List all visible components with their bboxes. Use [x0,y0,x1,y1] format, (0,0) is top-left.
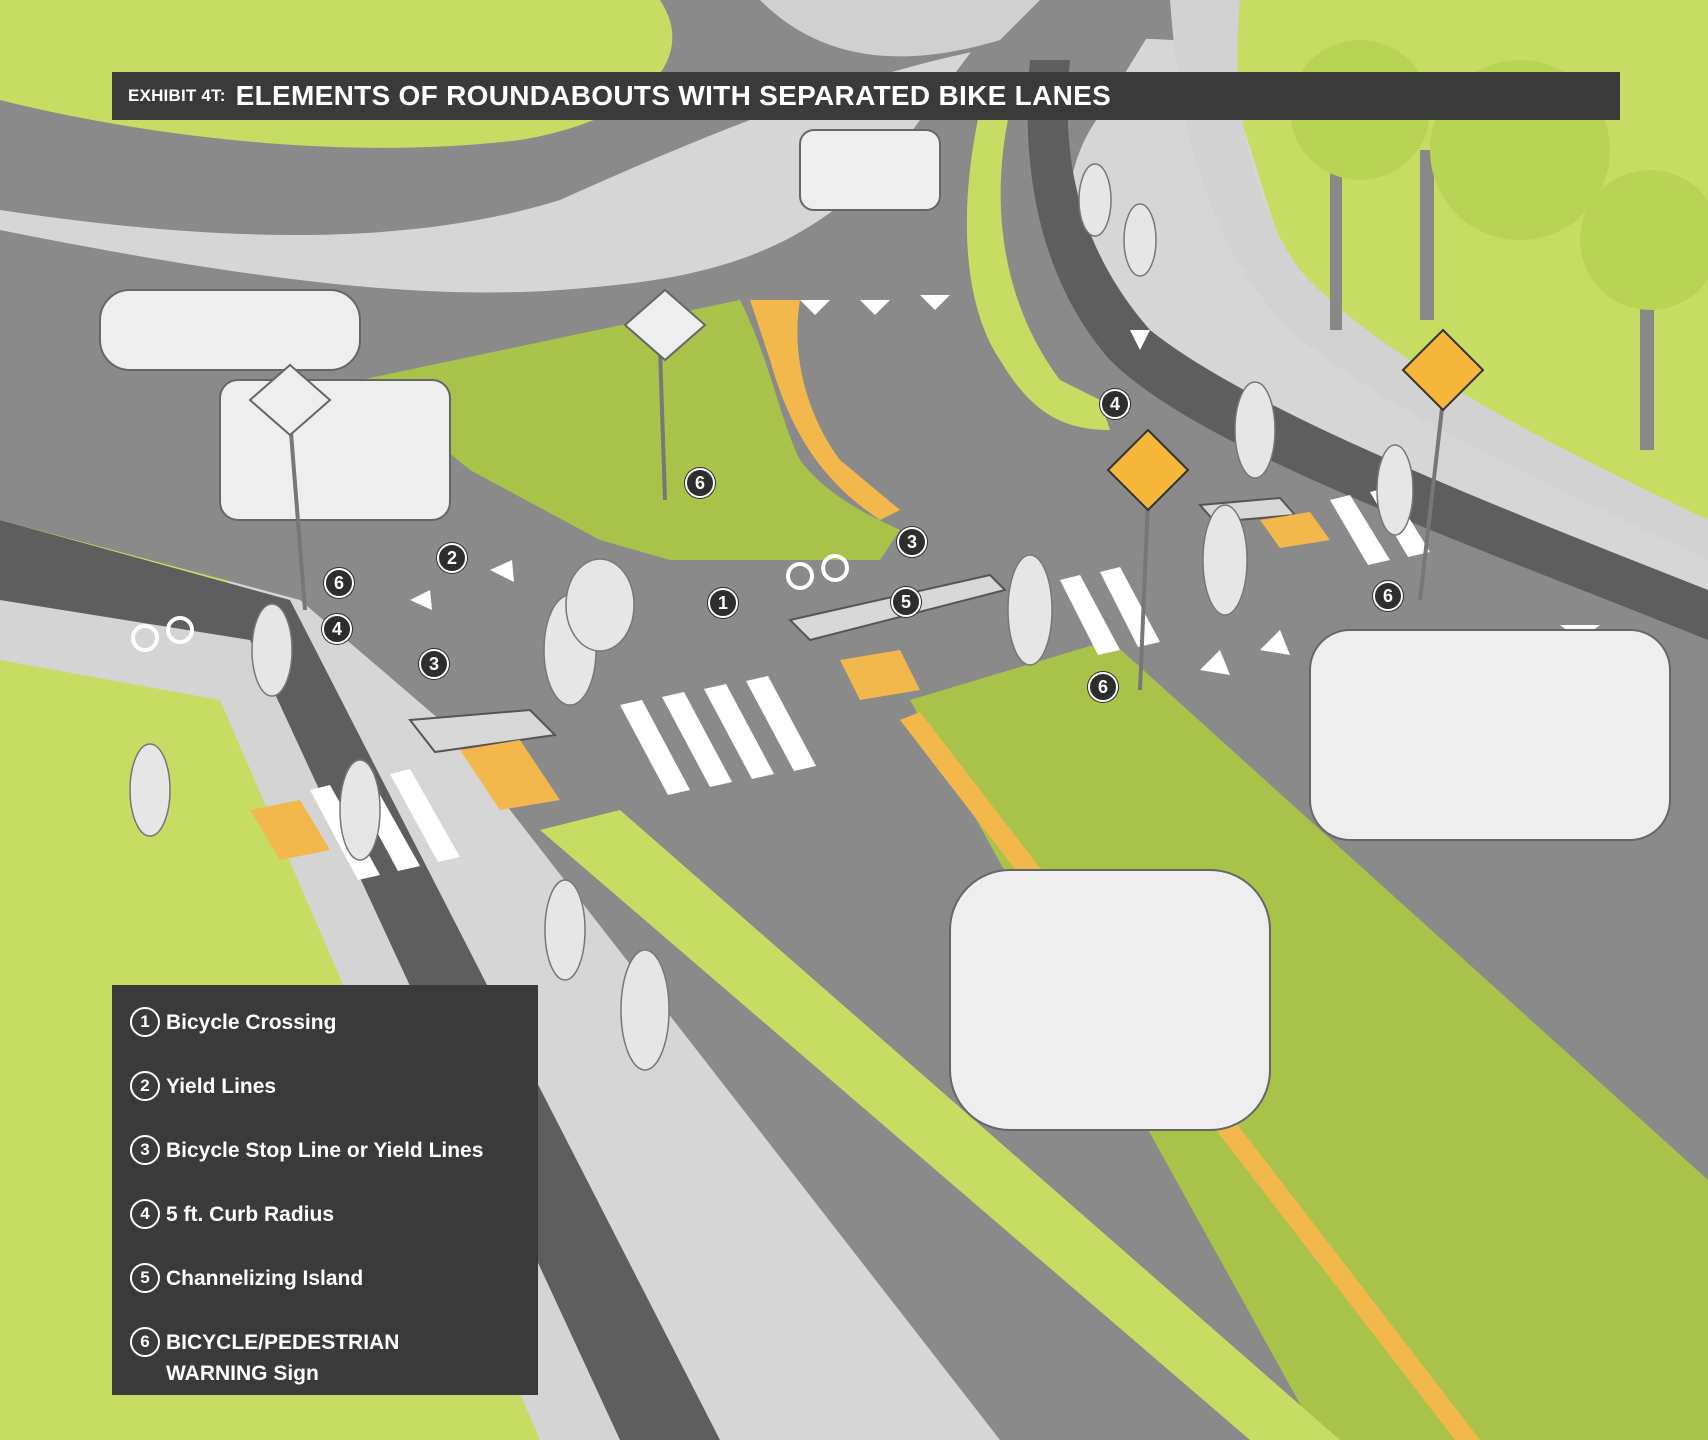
callout-6: 6 [1373,581,1403,611]
bike-buffer-strip [540,810,1340,1440]
legend: 1 Bicycle Crossing 2 Yield Lines 3 Bicyc… [112,985,538,1395]
yield-lines [410,295,1290,675]
callout-6: 6 [324,568,354,598]
splitter-strip [966,110,1110,430]
lower-median [910,640,1708,1440]
hatchback [949,869,1271,1131]
legend-number: 2 [130,1071,160,1101]
exhibit-number: EXHIBIT 4T: [128,86,226,105]
upper-bike-lane [1027,60,1708,640]
callout-6: 6 [685,468,715,498]
legend-item: 4 5 ft. Curb Radius [130,1199,538,1263]
callout-3: 3 [419,649,449,679]
channelizing-island-left [408,708,558,754]
pedestrian-warning-sign-icon [1401,328,1485,601]
minivan [1309,629,1671,841]
callout-2: 2 [437,543,467,573]
legend-item: 5 Channelizing Island [130,1263,538,1327]
yield-sign [623,288,707,501]
yellow-curb-upper [750,300,900,520]
callout-3: 3 [897,527,927,557]
tactile-pads [250,512,1330,860]
callout-1: 1 [708,588,738,618]
callout-5: 5 [891,587,921,617]
callout-6: 6 [1088,672,1118,702]
legend-label: Channelizing Island [166,1267,364,1290]
legend-label: Yield Lines [166,1075,277,1098]
sedan [99,289,361,371]
right-sidewalk [1170,0,1708,560]
jeep [799,129,941,211]
yield-sign-left [248,363,332,611]
legend-item: 1 Bicycle Crossing [130,1007,538,1071]
legend-number: 6 [130,1327,160,1357]
legend-number: 3 [130,1135,160,1165]
planted-island-upper [360,300,900,560]
legend-item: 3 Bicycle Stop Line or Yield Lines [130,1135,538,1199]
exhibit-title-bar: EXHIBIT 4T: ELEMENTS OF ROUNDABOUTS WITH… [112,72,1620,120]
pedestrians-cyclists [129,163,1414,1071]
legend-label: BICYCLE/PEDESTRIAN WARNING Sign [166,1331,400,1385]
callout-4: 4 [322,614,352,644]
legend-item: 6 BICYCLE/PEDESTRIAN WARNING Sign [130,1327,538,1391]
left-bike-lane [0,520,720,1440]
legend-label: Bicycle Stop Line or Yield Lines [166,1139,484,1162]
legend-label: 5 ft. Curb Radius [166,1203,335,1226]
top-sidewalk [760,0,1040,57]
legend-number: 4 [130,1199,160,1229]
legend-item: 2 Yield Lines [130,1071,538,1135]
exhibit-title: ELEMENTS OF ROUNDABOUTS WITH SEPARATED B… [235,80,1112,111]
legend-number: 5 [130,1263,160,1293]
legend-number: 1 [130,1007,160,1037]
bicycle-warning-sign-icon [1106,428,1190,691]
bicycle-symbol-icon [131,554,849,652]
callout-4: 4 [1100,389,1130,419]
legend-label: Bicycle Crossing [166,1011,337,1034]
